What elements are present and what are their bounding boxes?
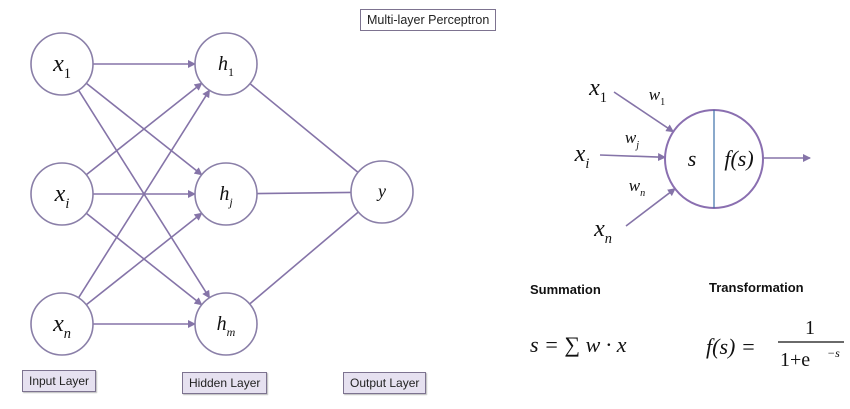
- network-edges: [77, 60, 359, 328]
- hidden-node: [194, 162, 258, 226]
- output-node-label: y: [376, 181, 386, 201]
- neuron-input-arrow: [613, 91, 675, 133]
- input-node-label: xn: [52, 311, 71, 342]
- hidden-node-label: hj: [219, 183, 233, 209]
- transformation-heading: Transformation: [709, 280, 804, 295]
- transformation-lhs: f(s) =: [706, 334, 756, 359]
- hidden-node: [194, 32, 258, 96]
- weight-label: wj: [625, 128, 639, 151]
- edge-hidden-1-output: [256, 191, 352, 195]
- edge-input-1-hidden-0: [85, 82, 203, 176]
- transformation-numerator: 1: [805, 317, 815, 339]
- neuron-input-label: xi: [574, 141, 590, 172]
- hidden-layer-label: Hidden Layer: [182, 372, 268, 394]
- weight-label: wn: [629, 176, 645, 199]
- network-nodes: x1 xi xn h1 hj hm y: [30, 32, 414, 356]
- edge-input-2-hidden-1: [85, 212, 203, 306]
- input-layer-label: Input Layer: [22, 370, 97, 392]
- input-node-label: x1: [52, 51, 71, 82]
- input-node: [30, 32, 94, 96]
- summation-heading: Summation: [530, 282, 601, 297]
- summation-formula: s = ∑ w · x: [530, 332, 627, 357]
- edge-input-2-hidden-0: [77, 89, 211, 299]
- hidden-node: [194, 292, 258, 356]
- activation-label: f(s): [724, 146, 753, 171]
- neuron-input-label: x1: [588, 75, 607, 106]
- transformation-denominator: 1+e: [780, 349, 810, 371]
- edge-hidden-2-output: [249, 211, 359, 305]
- neuron-input-arrow: [599, 153, 667, 162]
- neuron-input-label: xn: [593, 216, 612, 247]
- edge-hidden-0-output: [249, 83, 359, 173]
- formulas: s = ∑ w · x f(s) = 1 1+e −s: [530, 317, 844, 371]
- output-node: [350, 160, 414, 224]
- input-node: [30, 162, 94, 226]
- input-node-label: xi: [54, 181, 70, 212]
- sum-label: s: [688, 146, 697, 171]
- input-node: [30, 292, 94, 356]
- hidden-node-label: h1: [218, 53, 234, 79]
- hidden-node-label: hm: [217, 313, 236, 339]
- neuron-input-arrow: [625, 188, 676, 227]
- transformation-exponent: −s: [827, 346, 840, 360]
- weight-label: w1: [649, 85, 665, 108]
- diagram-title: Multi-layer Perceptron: [360, 9, 497, 31]
- output-layer-label: Output Layer: [343, 372, 427, 394]
